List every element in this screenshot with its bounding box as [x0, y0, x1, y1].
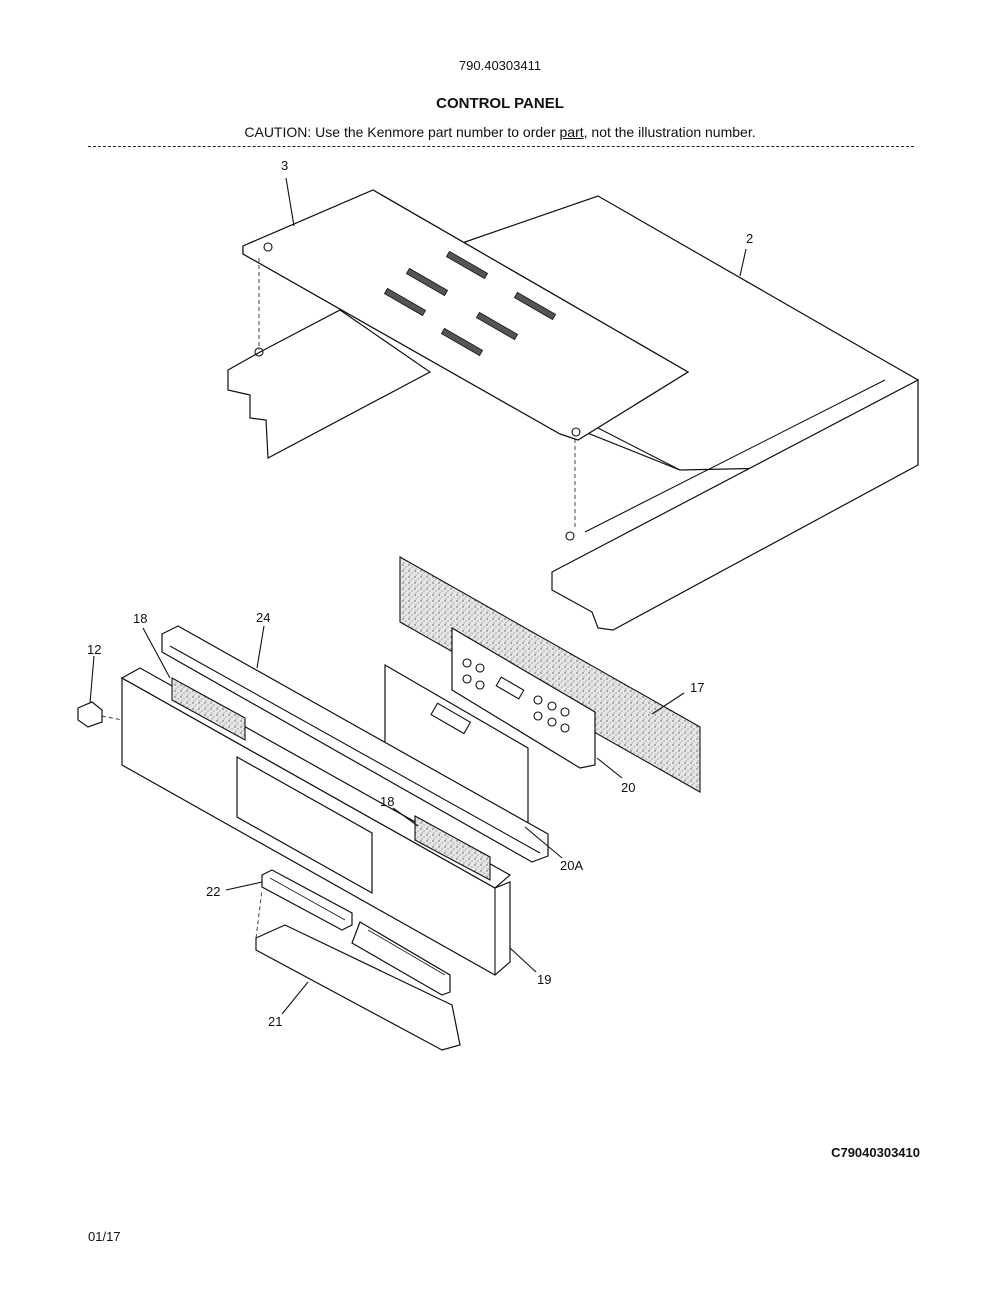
part-17-gasket	[399, 556, 701, 793]
caution-prefix: CAUTION: Use the Kenmore part number to …	[244, 124, 560, 140]
callout-labels: 3 2 18 24 12 17 20 20A 18 22 19 21	[87, 158, 753, 1029]
callout-22: 22	[206, 884, 220, 899]
callout-3: 3	[281, 158, 288, 173]
part-19-front-panel	[120, 667, 512, 976]
callout-2: 2	[746, 231, 753, 246]
caution-emphasis: part	[559, 124, 584, 140]
drawing-code: C79040303410	[831, 1145, 920, 1160]
page-number: 01/17	[88, 1229, 121, 1244]
part-21-trim	[255, 889, 461, 1051]
part-22-grille	[261, 869, 353, 931]
callout-17: 17	[690, 680, 704, 695]
header-divider	[88, 146, 914, 147]
part-12-switch	[77, 701, 123, 728]
callout-19: 19	[537, 972, 551, 987]
part-24-channel	[161, 625, 549, 863]
callout-20a: 20A	[560, 858, 583, 873]
model-number: 790.40303411	[458, 58, 542, 73]
callout-18-upper: 18	[133, 611, 147, 626]
caution-note: CAUTION: Use the Kenmore part number to …	[0, 124, 1000, 140]
callout-18-lower: 18	[380, 794, 394, 809]
callout-24: 24	[256, 610, 270, 625]
callout-12: 12	[87, 642, 101, 657]
callout-20: 20	[621, 780, 635, 795]
callout-21: 21	[268, 1014, 282, 1029]
caution-suffix: , not the illustration number.	[583, 124, 756, 140]
part-20-control-board	[451, 626, 596, 769]
callout-leaders	[89, 177, 747, 1015]
part-3-top-panel	[227, 189, 690, 459]
page-title: CONTROL PANEL	[436, 95, 564, 112]
